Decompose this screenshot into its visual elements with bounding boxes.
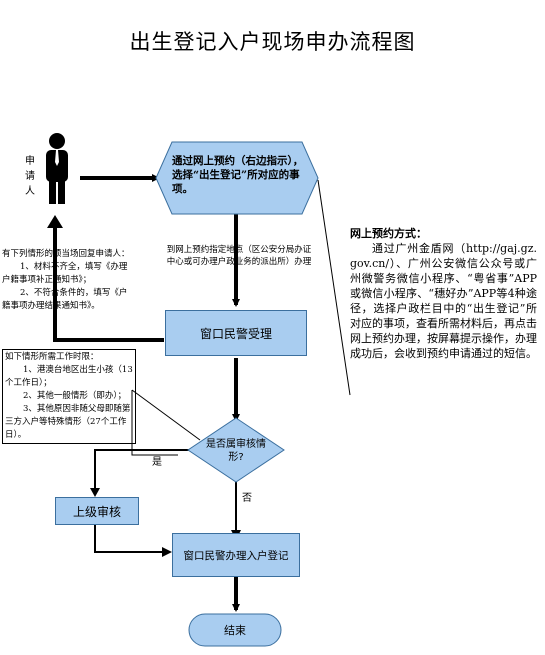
- decision-shape: [187, 417, 285, 483]
- online-booking-node: 通过网上预约（右边指示），选择“出生登记”所对应的事项。: [172, 155, 304, 195]
- person-icon: [46, 133, 68, 204]
- end-shape: [188, 613, 282, 647]
- page-title: 出生登记入户现场申办流程图: [129, 30, 416, 54]
- decision-node: 是否属审核情形?: [206, 439, 266, 463]
- callout-line-timelimit-2: [131, 389, 201, 441]
- arrow-return-to-applicant: [53, 225, 164, 342]
- return-note: 有下列情形的须当场回复申请人： 1、材料不齐全，填写《办理户籍事项补正通知书》；…: [2, 249, 130, 311]
- callout-line-timelimit: [131, 390, 178, 456]
- yes-label: 是: [152, 457, 162, 468]
- timelimit-note: 如下情形所需工作时限： 1、港澳台地区出生小孩（13个工作日）； 2、其他一般情…: [2, 349, 136, 444]
- arrow-review-to-register: [94, 524, 164, 553]
- arrow-decision-yes: [94, 449, 192, 492]
- callout-line-online: [317, 179, 351, 396]
- window-accept-node: 窗口民警受理: [165, 310, 307, 356]
- online-method-title: 网上预约方式：: [350, 227, 427, 240]
- no-label: 否: [242, 493, 252, 504]
- online-method-note: 网上预约方式： 通过广州金盾网（http://gaj.gz.gov.cn/）、广…: [350, 226, 537, 361]
- superior-review-node: 上级审核: [55, 497, 139, 525]
- online-booking-shape: [155, 141, 319, 215]
- edge-label-to-station: 到网上预约指定地点（区公安分局办证中心或可办理户政业务的派出所）办理: [166, 245, 312, 267]
- window-register-node: 窗口民警办理入户登记: [172, 533, 300, 577]
- applicant-label: 申 请 人: [25, 156, 35, 197]
- end-node: 结束: [224, 624, 246, 637]
- online-method-body: 通过广州金盾网（http://gaj.gz.gov.cn/）、广州公安微信公众号…: [350, 242, 537, 360]
